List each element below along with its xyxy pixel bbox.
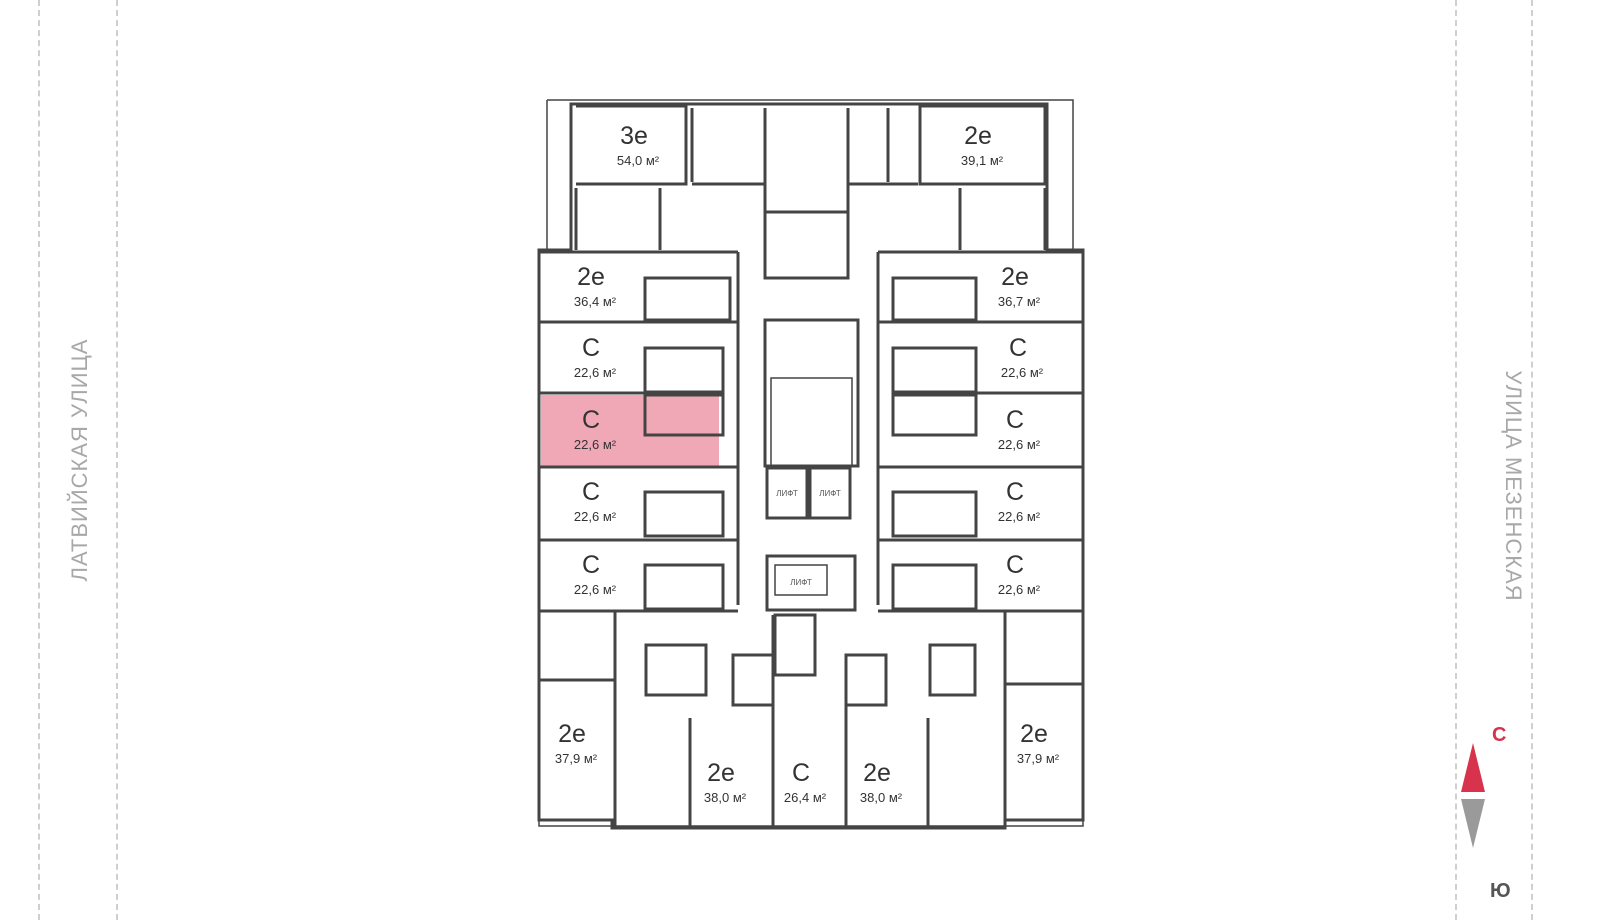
selected-unit-highlight bbox=[541, 395, 719, 467]
property-line-right-inner bbox=[1455, 0, 1457, 920]
unit-type: С bbox=[1006, 406, 1024, 434]
unit-area: 22,6 м² bbox=[998, 582, 1041, 597]
lift-label-3: ЛИФТ bbox=[790, 578, 812, 587]
unit-area: 22,6 м² bbox=[574, 582, 617, 597]
unit-label-u9[interactable]: С 22,6 м² bbox=[574, 478, 617, 524]
unit-type: 2e bbox=[1001, 263, 1029, 291]
property-line-left-inner bbox=[116, 0, 118, 920]
unit-label-u16[interactable]: С 26,4 м² bbox=[784, 759, 827, 805]
unit-type: С bbox=[582, 551, 600, 579]
unit-label-u11[interactable]: С 22,6 м² bbox=[574, 551, 617, 597]
unit-label-u14[interactable]: 2e 37,9 м² bbox=[1017, 720, 1060, 766]
lift-label-1: ЛИФТ bbox=[776, 489, 798, 498]
unit-label-u17[interactable]: 2e 38,0 м² bbox=[860, 759, 903, 805]
unit-type: С bbox=[1006, 478, 1024, 506]
unit-type: С bbox=[582, 334, 600, 362]
unit-area: 22,6 м² bbox=[574, 437, 617, 452]
compass-south-arrow bbox=[1461, 799, 1485, 848]
unit-area: 37,9 м² bbox=[1017, 751, 1060, 766]
unit-type: 2e bbox=[558, 720, 586, 748]
unit-area: 37,9 м² bbox=[555, 751, 598, 766]
unit-area: 39,1 м² bbox=[961, 153, 1004, 168]
compass-north-label: С bbox=[1492, 724, 1507, 746]
unit-label-u12[interactable]: С 22,6 м² bbox=[998, 551, 1041, 597]
unit-area: 22,6 м² bbox=[1001, 365, 1044, 380]
property-line-right-outer bbox=[1531, 0, 1533, 920]
unit-label-u6[interactable]: С 22,6 м² bbox=[1001, 334, 1044, 380]
unit-area: 26,4 м² bbox=[784, 790, 827, 805]
unit-type: С bbox=[582, 478, 600, 506]
unit-label-u1[interactable]: 3e 54,0 м² bbox=[617, 122, 660, 168]
unit-type: С bbox=[1006, 551, 1024, 579]
compass-south-label: Ю bbox=[1490, 880, 1511, 902]
compass-north-arrow bbox=[1461, 743, 1485, 792]
lift-labels: ЛИФТ ЛИФТ ЛИФТ bbox=[776, 489, 841, 587]
unit-labels: 3e 54,0 м² 2e 39,1 м² 2e 36,4 м² 2e 36,7 м² С 22,… bbox=[555, 122, 1060, 805]
unit-area: 22,6 м² bbox=[574, 509, 617, 524]
unit-type: С bbox=[1009, 334, 1027, 362]
unit-label-u13[interactable]: 2e 37,9 м² bbox=[555, 720, 598, 766]
unit-label-u8[interactable]: С 22,6 м² bbox=[998, 406, 1041, 452]
unit-type: 2e bbox=[964, 122, 992, 150]
unit-type: 2e bbox=[707, 759, 735, 787]
unit-type: 2e bbox=[863, 759, 891, 787]
unit-type: С bbox=[792, 759, 810, 787]
unit-type: С bbox=[582, 406, 600, 434]
property-line-left-outer bbox=[38, 0, 40, 920]
unit-label-u2[interactable]: 2e 39,1 м² bbox=[961, 122, 1004, 168]
unit-area: 54,0 м² bbox=[617, 153, 660, 168]
unit-label-u3[interactable]: 2e 36,4 м² bbox=[574, 263, 617, 309]
unit-label-u5[interactable]: С 22,6 м² bbox=[574, 334, 617, 380]
lift-label-2: ЛИФТ bbox=[819, 489, 841, 498]
unit-area: 36,4 м² bbox=[574, 294, 617, 309]
unit-label-u10[interactable]: С 22,6 м² bbox=[998, 478, 1041, 524]
unit-area: 22,6 м² bbox=[998, 437, 1041, 452]
unit-type: 3e bbox=[620, 122, 648, 150]
building-walls bbox=[537, 99, 1085, 830]
unit-label-u4[interactable]: 2e 36,7 м² bbox=[998, 263, 1041, 309]
unit-area: 22,6 м² bbox=[574, 365, 617, 380]
unit-area: 38,0 м² bbox=[704, 790, 747, 805]
unit-label-u7[interactable]: С 22,6 м² bbox=[574, 406, 617, 452]
unit-label-u15[interactable]: 2e 38,0 м² bbox=[704, 759, 747, 805]
unit-type: 2e bbox=[577, 263, 605, 291]
unit-area: 36,7 м² bbox=[998, 294, 1041, 309]
unit-area: 38,0 м² bbox=[860, 790, 903, 805]
unit-area: 22,6 м² bbox=[998, 509, 1041, 524]
unit-type: 2e bbox=[1020, 720, 1048, 748]
